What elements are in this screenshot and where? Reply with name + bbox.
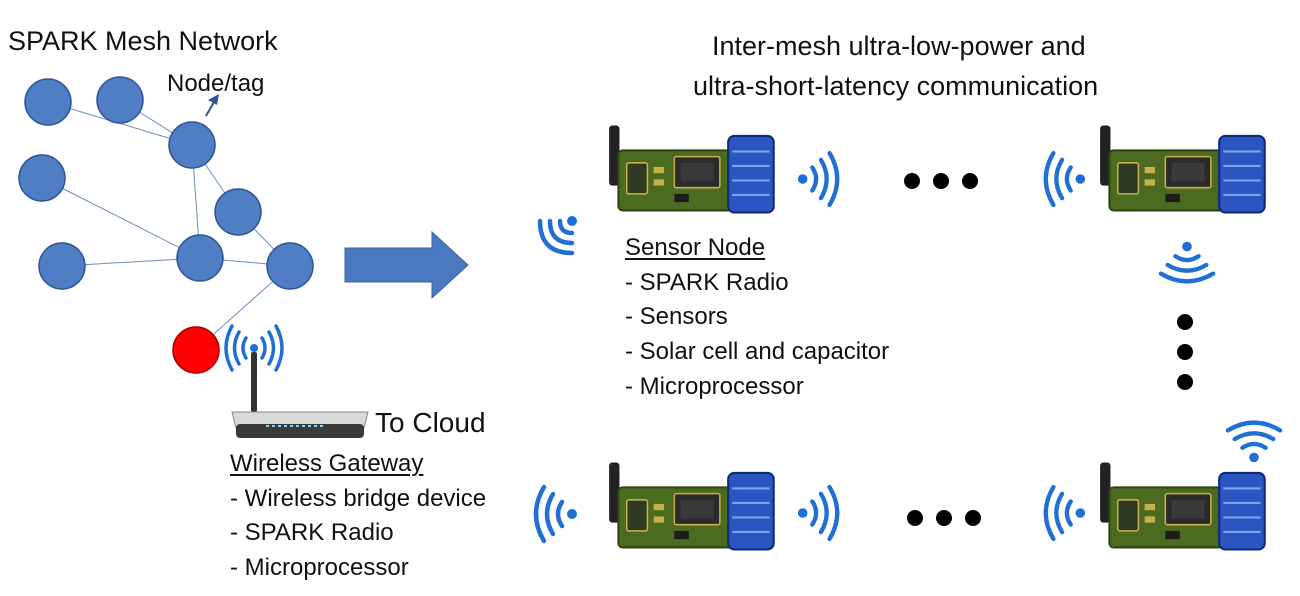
gateway-item-2: - Microprocessor [230,554,409,581]
sensor-item-3: - Microprocessor [625,373,804,400]
wifi-icon-bottom-left-in [536,487,577,541]
mesh-node [214,188,262,236]
node-tag-pointer-arrow [205,94,219,117]
wifi-icon-arrow-target [540,216,577,253]
sensor-board-bottom-left [607,461,775,551]
mesh-node [38,242,86,290]
sensor-node-title: Sensor Node [625,234,766,261]
heading-line-1: Inter-mesh ultra-low-power and [712,31,1086,61]
mesh-nodes [18,76,314,374]
flow-arrow [344,230,469,300]
ellipsis-bottom [907,510,981,526]
sensor-item-2: - Solar cell and capacitor [625,338,890,365]
ellipsis-top [904,173,978,189]
wifi-icon-top-right-board [1046,153,1085,205]
gateway-node [172,326,220,374]
mesh-node [266,242,314,290]
sensor-board-bottom-right [1098,461,1266,551]
mesh-node [176,234,224,282]
wifi-icon-bottom-right-board [1046,487,1085,539]
router-icon [231,352,369,438]
gateway-item-1: - SPARK Radio [230,519,394,546]
node-tag-label: Node/tag [167,70,265,97]
sensor-board-top-left [607,124,775,214]
mesh-node [18,154,66,202]
wifi-icon-top-left-board [798,153,837,205]
to-cloud-label: To Cloud [375,407,486,438]
sensor-item-0: - SPARK Radio [625,269,789,296]
mesh-node [168,121,216,169]
sensor-item-1: - Sensors [625,303,728,330]
gateway-wifi-icon [224,324,284,372]
sensor-board-top-right [1098,124,1266,214]
gateway-title: Wireless Gateway [230,450,424,477]
ellipsis-vertical [1177,314,1193,390]
wifi-icon-bottom-left-out [798,487,837,539]
mesh-node [24,78,72,126]
wifi-icon-vertical-link [1161,242,1213,282]
mesh-node [96,76,144,124]
mesh-title: SPARK Mesh Network [8,26,278,56]
heading-line-2: ultra-short-latency communication [693,71,1099,101]
gateway-item-0: - Wireless bridge device [230,485,487,512]
wifi-icon-uplink [1228,423,1280,463]
